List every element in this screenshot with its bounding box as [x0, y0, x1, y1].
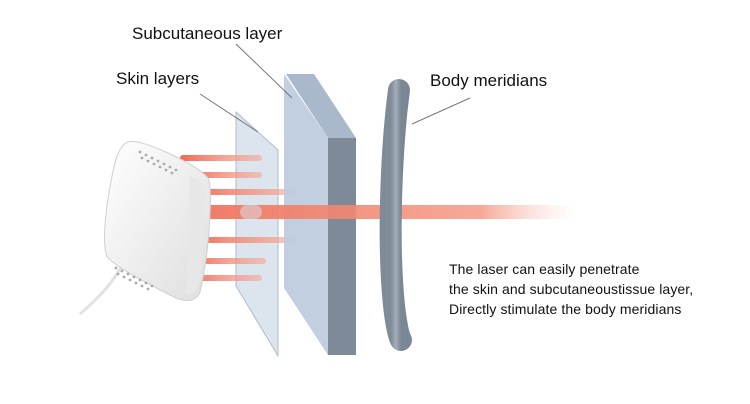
- meridians-leader-line: [411, 97, 471, 125]
- caption-line: the skin and subcutaneoustissue layer,: [449, 281, 694, 297]
- caption-line: Directly stimulate the body meridians: [449, 301, 682, 317]
- beam-skin-crossing: [240, 205, 262, 219]
- device-cable: [79, 261, 126, 316]
- device-vent-bottom: [114, 266, 154, 291]
- body-meridian-tube: [379, 79, 412, 351]
- description-caption: The laser can easily penetrate the skin …: [449, 259, 693, 319]
- device-side-face: [186, 176, 206, 295]
- laser-beam: [180, 155, 262, 161]
- skin-layers-leader-line: [199, 93, 259, 133]
- skin-layer-panel: [235, 110, 279, 358]
- laser-beam: [190, 189, 296, 195]
- laser-device: [104, 140, 211, 301]
- laser-beam: [190, 237, 296, 243]
- skin-layers-label: Skin layers: [116, 69, 200, 88]
- body-meridians-label: Body meridians: [430, 71, 548, 90]
- subcutaneous-leader-line: [235, 43, 293, 99]
- caption-line: The laser can easily penetrate: [449, 261, 640, 277]
- subcutaneous-side-face: [328, 138, 356, 355]
- subcutaneous-layer-label: Subcutaneous layer: [132, 24, 283, 43]
- laser-therapy-device-icon: [104, 140, 211, 301]
- device-vent-top: [138, 150, 178, 175]
- subcutaneous-top-face: [286, 74, 356, 138]
